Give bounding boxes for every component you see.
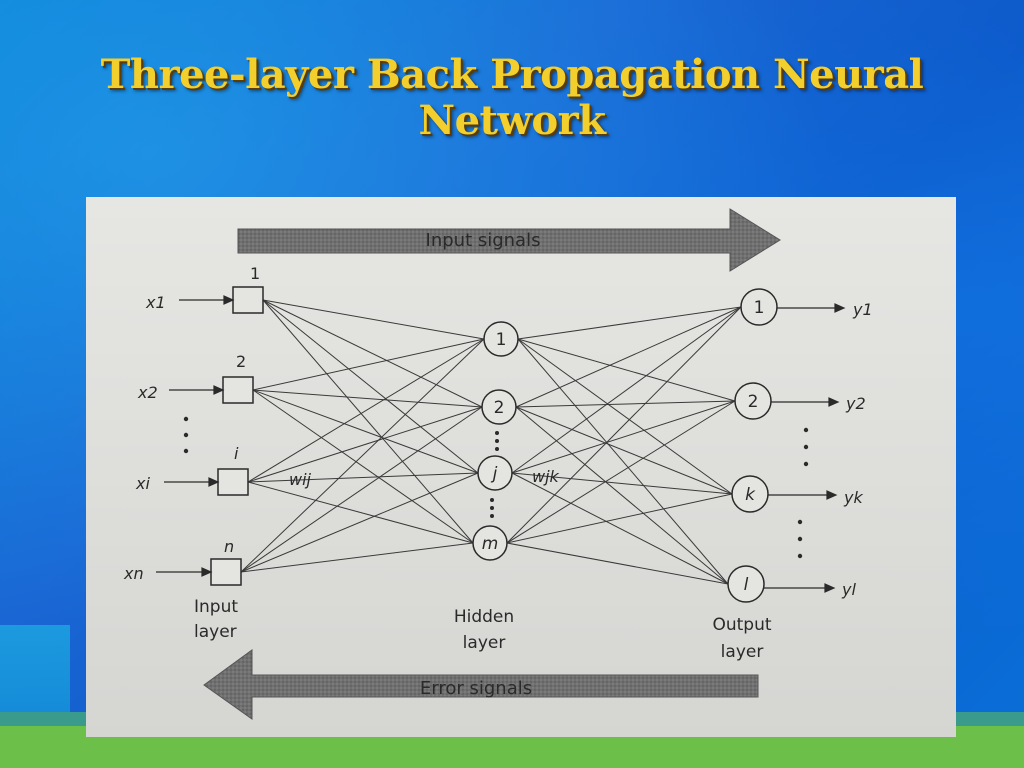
edge-hidden-output — [515, 406, 729, 585]
edge-input-hidden — [262, 299, 479, 474]
network-diagram-photo: Input signals Error signals 1 2 i n — [86, 197, 956, 737]
hidden-node — [481, 389, 517, 425]
input-node — [222, 376, 254, 404]
edge-hidden-output — [517, 306, 742, 340]
output-node — [734, 382, 772, 420]
input-signals-arrow: Input signals — [237, 208, 781, 272]
input-signal-x2: x2 — [137, 383, 158, 402]
output-node-label: 1 — [754, 298, 765, 318]
edge-hidden-output — [511, 472, 729, 585]
output-node-label: l — [744, 575, 749, 595]
edge-hidden-output — [517, 338, 736, 402]
edge-input-hidden — [247, 481, 474, 544]
edge-hidden-output — [515, 306, 742, 408]
hidden-node-label: 2 — [494, 398, 505, 418]
input-layer-label-line2: layer — [194, 622, 237, 642]
edge-input-hidden — [262, 299, 483, 408]
connection-lines — [240, 299, 742, 585]
input-node-index: n — [224, 537, 234, 556]
input-ellipsis-dots — [183, 416, 189, 454]
edge-hidden-output — [511, 472, 733, 495]
error-signals-label: Error signals — [420, 678, 532, 699]
edge-hidden-output — [506, 542, 729, 585]
edge-hidden-output — [511, 306, 742, 474]
error-signals-arrow: Error signals — [203, 649, 759, 720]
hidden-node-label: 1 — [496, 330, 507, 350]
hidden-layer-label-line2: layer — [463, 633, 506, 653]
slide-title-line1: Three-layer Back Propagation Neural — [100, 51, 924, 98]
output-node — [731, 475, 769, 513]
input-layer-label-line1: Input — [194, 597, 238, 617]
edge-hidden-output — [511, 400, 736, 474]
output-signal-yl: yl — [841, 580, 856, 599]
edge-hidden-output — [506, 400, 736, 544]
input-signal-xn: xn — [123, 564, 144, 583]
edge-input-hidden — [252, 338, 485, 391]
output-signal-y2: y2 — [845, 394, 866, 413]
edge-hidden-output — [517, 338, 733, 495]
hidden-ellipsis-dots — [490, 431, 499, 518]
output-signal-y1: y1 — [852, 300, 873, 319]
hidden-node — [483, 321, 519, 357]
output-node — [740, 288, 778, 326]
edge-input-hidden — [252, 389, 483, 408]
edge-input-hidden — [252, 389, 479, 474]
corner-decoration — [0, 625, 70, 713]
input-node-index: 2 — [236, 352, 246, 371]
edge-hidden-output — [506, 493, 733, 544]
output-ellipsis-dots — [797, 427, 809, 559]
input-node-index: i — [234, 444, 239, 463]
edge-input-hidden — [262, 299, 474, 544]
edge-hidden-output — [515, 400, 736, 408]
hidden-node-label: j — [491, 464, 498, 484]
edge-input-hidden — [252, 389, 474, 544]
output-layer: 1 2 k l y1 y2 yk yl Output layer — [712, 288, 873, 662]
output-node-label: 2 — [748, 392, 759, 412]
input-layer: 1 2 i n x1 x2 xi xn Input layer — [123, 264, 264, 642]
edge-input-hidden — [240, 542, 474, 573]
output-node-label: k — [745, 485, 756, 505]
hidden-node — [472, 525, 508, 561]
input-signal-xi: xi — [135, 474, 150, 493]
weight-label-wjk: wjk — [532, 467, 560, 486]
edge-input-hidden — [262, 299, 485, 340]
edge-input-hidden — [240, 406, 483, 573]
input-signal-x1: x1 — [145, 293, 166, 312]
hidden-layer: 1 2 j m Hidden layer — [454, 321, 519, 653]
output-node — [727, 565, 765, 603]
slide-title: Three-layer Back Propagation Neural Netw… — [60, 52, 964, 144]
edge-input-hidden — [240, 338, 485, 573]
edge-hidden-output — [515, 406, 733, 495]
input-node — [232, 286, 264, 314]
edge-hidden-output — [517, 338, 729, 585]
hidden-node — [477, 455, 513, 491]
edge-input-hidden — [240, 472, 479, 573]
output-layer-label-line2: layer — [721, 642, 764, 662]
output-layer-label-line1: Output — [712, 615, 771, 635]
input-node — [217, 468, 249, 496]
hidden-node-label: m — [482, 534, 499, 554]
slide-title-line2: Network — [418, 97, 606, 144]
edge-input-hidden — [247, 472, 479, 483]
edge-input-hidden — [247, 406, 483, 483]
edge-hidden-output — [506, 306, 742, 544]
edge-input-hidden — [247, 338, 485, 483]
input-node — [210, 558, 242, 586]
output-signal-yk: yk — [843, 488, 863, 507]
weight-label-wij: wij — [289, 470, 312, 489]
input-node-index: 1 — [250, 264, 260, 283]
hidden-layer-label-line1: Hidden — [454, 607, 514, 627]
input-signals-label: Input signals — [426, 230, 541, 251]
network-diagram: Input signals Error signals 1 2 i n — [123, 208, 873, 720]
